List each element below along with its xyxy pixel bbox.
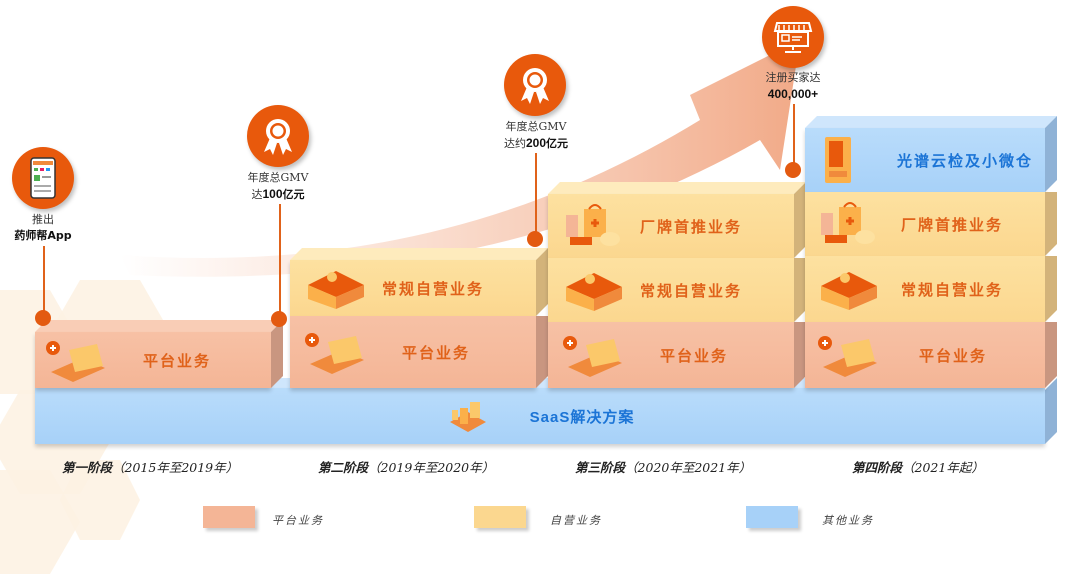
platform-label: 平台业务 (660, 346, 729, 365)
milestone-1-text: 推出 药师帮App (10, 212, 76, 244)
milestone-3-line1: 年度总GMV (505, 120, 567, 133)
milestone-2-dot (271, 311, 287, 327)
platform-tablet-icon (818, 336, 877, 377)
legend-swatch-platform (203, 506, 255, 528)
saas-dashboard-icon (449, 402, 486, 432)
milestone-2-prefix: 达 (251, 188, 263, 201)
shopping-bag-products-icon (566, 204, 620, 246)
phase3-self-operated-block: 常规自营业务 (548, 258, 806, 322)
legend-label-self-operated: 自营业务 (550, 514, 602, 527)
milestone-2-connector (279, 204, 281, 316)
phase-2-label: 第二阶段（2019年至2020年） (318, 457, 494, 476)
milestone-2-badge (247, 105, 309, 167)
milestone-1-connector (43, 246, 45, 318)
legend-swatch-other (746, 506, 798, 528)
milestone-3-prefix: 达约 (503, 137, 526, 150)
shopping-bag-products-icon (821, 202, 875, 244)
phase-4-label: 第四阶段（2021年起） (852, 457, 984, 476)
phase4-self-operated-block: 常规自营业务 (805, 256, 1057, 322)
saas-label: SaaS解决方案 (529, 408, 635, 426)
milestone-3-suffix: 亿元 (546, 137, 569, 150)
milestone-4-badge (762, 6, 824, 68)
milestone-2-text: 年度总GMV 达100亿元 (238, 170, 318, 203)
platform-tablet-icon (563, 336, 622, 377)
milestone-3-value: 200 (525, 136, 547, 150)
brand-first-label: 厂牌首推业务 (640, 217, 743, 236)
platform-tablet-icon (305, 333, 364, 374)
phase-4-name: 第四阶段 (852, 460, 903, 475)
phase-1-period: （2015年至2019年） (112, 460, 239, 475)
phase3-brand-first-block: 厂牌首推业务 (548, 182, 806, 258)
milestone-4-line1: 注册买家达 (765, 71, 821, 84)
self-operated-label: 常规自营业务 (640, 281, 743, 300)
legend-label-other: 其他业务 (822, 514, 874, 527)
milestone-4-connector (793, 104, 795, 168)
milestone-2-value: 100 (262, 187, 283, 201)
warehouse-icon (566, 273, 622, 311)
self-operated-label: 常规自营业务 (382, 279, 485, 298)
phase-3-period: （2020年至2021年） (625, 460, 752, 475)
milestone-1-line2: 药师帮App (10, 228, 76, 244)
phase4-brand-first-block: 厂牌首推业务 (805, 192, 1057, 256)
phase2-self-operated-block: 常规自营业务 (290, 248, 548, 316)
milestone-4-line2: 400,000+ (753, 86, 833, 103)
milestone-4-text: 注册买家达 400,000+ (753, 70, 833, 103)
milestone-4-value: 400,000+ (767, 87, 819, 101)
warehouse-icon (821, 272, 877, 310)
milestone-3-badge (504, 54, 566, 116)
warehouse-icon (308, 271, 364, 309)
milestone-2-line2: 达100亿元 (238, 186, 318, 203)
milestone-3-text: 年度总GMV 达约200亿元 (494, 119, 578, 152)
self-operated-label: 常规自营业务 (901, 280, 1004, 299)
platform-label: 平台业务 (143, 351, 212, 370)
legend-swatch-self-operated (474, 506, 526, 528)
milestone-2-suffix: 亿元 (282, 188, 305, 201)
milestone-1-dot (35, 310, 51, 326)
growth-arrow (120, 40, 800, 277)
cloud-warehouse-label: 光谱云检及小微仓 (897, 151, 1034, 170)
phase4-cloud-warehouse-block: 光谱云检及小微仓 (805, 116, 1057, 192)
brand-first-label: 厂牌首推业务 (901, 215, 1004, 234)
platform-label: 平台业务 (919, 346, 988, 365)
award-ribbon-icon (521, 68, 549, 104)
phase2-platform-block: 平台业务 (290, 316, 548, 388)
milestone-1-line1: 推出 (32, 213, 54, 226)
milestone-3-dot (527, 231, 543, 247)
phase-3-name: 第三阶段 (575, 460, 626, 475)
phone-app-icon (30, 157, 56, 199)
phase-2-name: 第二阶段 (318, 460, 369, 475)
milestone-3-connector (535, 153, 537, 239)
milestone-2-line1: 年度总GMV (247, 171, 309, 184)
vending-cabinet-icon (825, 137, 851, 183)
phase-2-period: （2019年至2020年） (368, 460, 495, 475)
award-ribbon-icon (264, 119, 292, 155)
storefront-icon (773, 22, 813, 53)
milestone-1-value: 药师帮App (14, 229, 72, 242)
phase-1-label: 第一阶段（2015年至2019年） (62, 457, 238, 476)
phase-1-name: 第一阶段 (62, 460, 113, 475)
platform-label: 平台业务 (402, 343, 471, 362)
phase-4-period: （2021年起） (902, 460, 984, 475)
milestone-1-badge (12, 147, 74, 209)
phase3-platform-block: 平台业务 (548, 322, 806, 388)
phase4-platform-block: 平台业务 (805, 322, 1057, 388)
phase1-platform-block: 平台业务 (35, 320, 283, 388)
platform-tablet-icon (46, 341, 105, 382)
milestone-4-dot (785, 162, 801, 178)
phase-3-label: 第三阶段（2020年至2021年） (575, 457, 751, 476)
legend-label-platform: 平台业务 (272, 514, 324, 527)
milestone-3-line2: 达约200亿元 (494, 135, 578, 152)
